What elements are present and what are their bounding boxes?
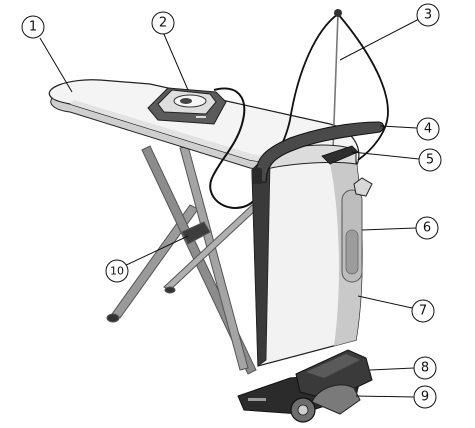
steam-generator (251, 144, 373, 367)
callout-9-label: 9 (421, 390, 429, 405)
callout-6: 6 (415, 216, 439, 240)
callout-9: 9 (413, 385, 437, 409)
callout-2-label: 2 (159, 16, 167, 31)
leader-2 (162, 31, 189, 91)
cable-arm-knob (334, 9, 342, 17)
cable-arm-right (337, 13, 389, 161)
callout-8-circle (413, 356, 437, 380)
leader-1 (39, 37, 73, 93)
iron-dial (180, 98, 192, 104)
callout-4: 4 (416, 117, 440, 141)
leader-3 (339, 17, 422, 61)
callout-8-label: 8 (421, 361, 429, 376)
leg-cross (179, 145, 249, 371)
base-accent (248, 398, 266, 401)
tank-clip (353, 177, 373, 197)
foot-cap-back (164, 286, 176, 294)
steam-iron (147, 87, 227, 125)
carry-handle (255, 121, 385, 183)
iron-logo (196, 116, 206, 118)
callout-10-label: 10 (110, 265, 124, 278)
callout-10: 10 (105, 259, 129, 283)
leader-4 (379, 125, 418, 129)
wheel-hub (297, 404, 309, 416)
leader-9 (355, 395, 415, 398)
callout-3-circle (416, 3, 440, 27)
callout-4-label: 4 (424, 122, 432, 137)
callout-2: 2 (151, 11, 175, 35)
callout-9-circle (413, 385, 437, 409)
leg-front-left (111, 204, 199, 319)
callout-1-circle (21, 15, 45, 39)
callout-1-label: 1 (29, 20, 37, 35)
leader-7 (357, 295, 413, 309)
base-housing-top (306, 354, 360, 378)
callout-8: 8 (413, 356, 437, 380)
callout-5-label: 5 (426, 153, 434, 168)
cable-holder (321, 145, 359, 165)
leg-release-lever (181, 221, 211, 245)
callout-4-circle (416, 117, 440, 141)
callout-5: 5 (418, 148, 442, 172)
leader-10 (119, 235, 189, 269)
base-unit (237, 349, 373, 423)
callout-3: 3 (416, 3, 440, 27)
callout-10-circle (105, 259, 129, 283)
callout-5-circle (418, 148, 442, 172)
leader-5 (351, 151, 420, 160)
callout-6-label: 6 (423, 221, 431, 236)
wheel-cover (311, 384, 361, 415)
foot-cap-front (106, 313, 120, 323)
leader-6 (361, 227, 417, 231)
callout-1: 1 (21, 15, 45, 39)
leader-8 (369, 367, 415, 371)
callout-7-circle (411, 299, 435, 323)
callout-7-label: 7 (419, 304, 427, 319)
water-tank-window-inner (345, 229, 359, 275)
callout-2-circle (151, 11, 175, 35)
ironing-board-legs (106, 145, 259, 375)
carry-handle-grip (252, 168, 262, 184)
callout-3-label: 3 (424, 8, 432, 23)
callout-7: 7 (411, 299, 435, 323)
callout-leaders (39, 17, 422, 398)
callout-6-circle (415, 216, 439, 240)
